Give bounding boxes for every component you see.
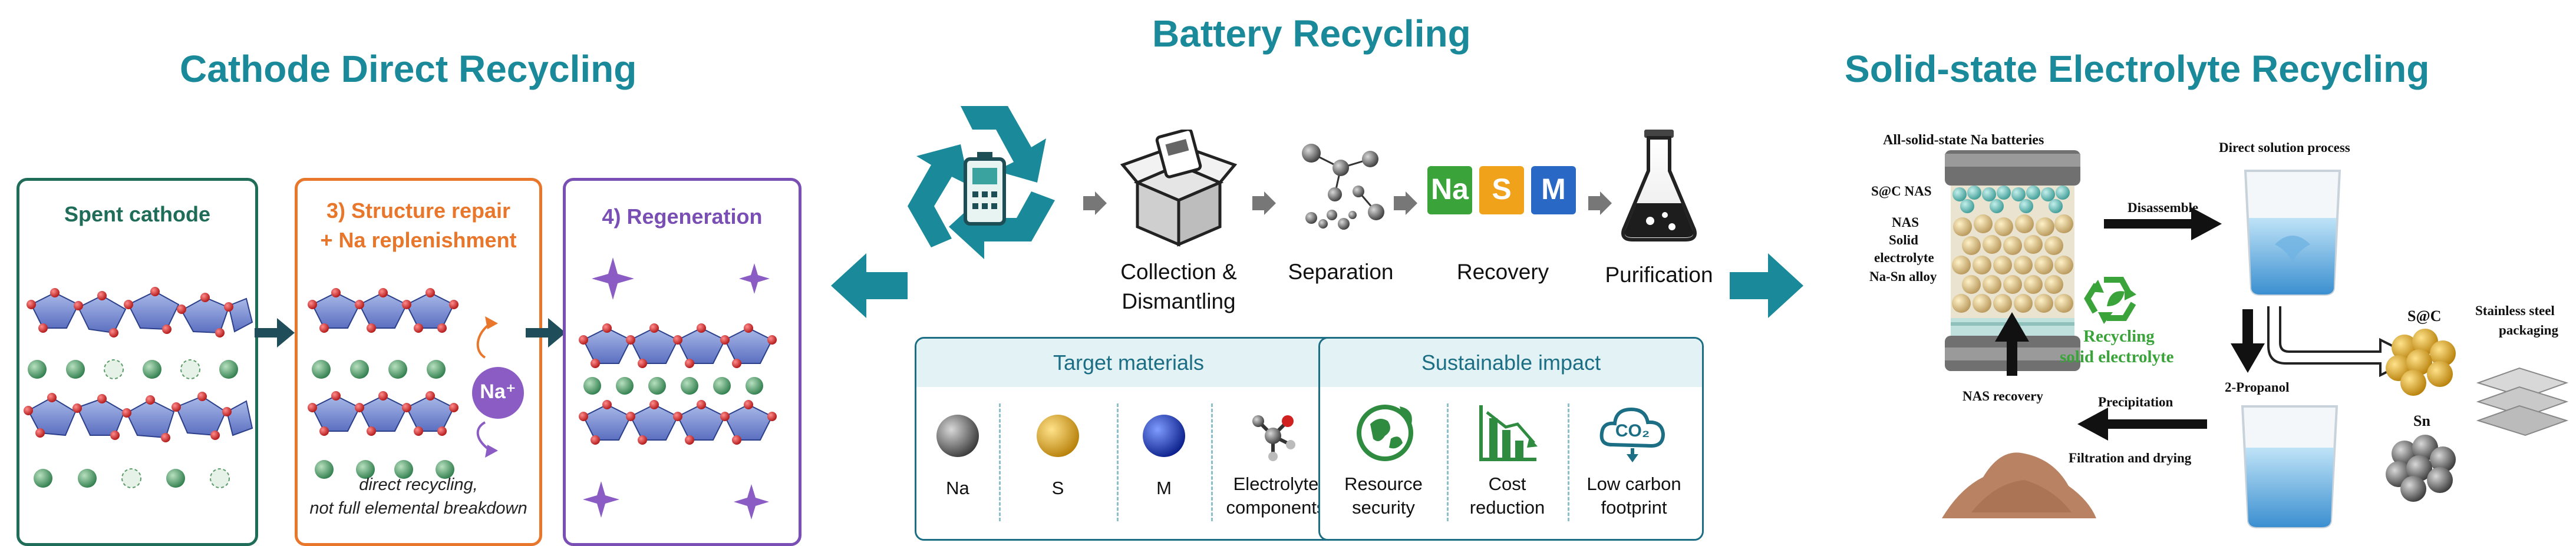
- na-ion-label: Na⁺: [480, 380, 516, 403]
- title-battery-recycling: Battery Recycling: [1152, 12, 1471, 55]
- nasm-letter-m: M: [1541, 173, 1566, 206]
- chevron-1-icon: [1083, 191, 1107, 215]
- steel-label-line2: packaging: [2499, 323, 2558, 337]
- step-separation-label: Separation: [1288, 260, 1394, 284]
- si-label-resource-l2: security: [1352, 497, 1415, 518]
- target-materials-header: Target materials: [916, 339, 1341, 387]
- recycle-battery-icon: [908, 106, 1055, 259]
- step-collection-line2: Dismantling: [1122, 289, 1236, 313]
- sustainable-impact-box: Sustainable impact CO₂ Resource security…: [1318, 337, 1704, 541]
- panel-spent-cathode: Spent cathode: [17, 178, 258, 546]
- arrow-up-solid: [1995, 312, 2029, 376]
- nas-recovery-label: NAS recovery: [1962, 389, 2043, 403]
- big-arrow-right: [1730, 253, 1803, 318]
- arrow-down-solid: [2231, 309, 2265, 373]
- beaker-propanol: [2241, 405, 2338, 528]
- tm-divider-1: [999, 403, 1001, 521]
- label-snc-nas: S@C NAS: [1871, 184, 1932, 198]
- snc-cluster: [2386, 329, 2456, 396]
- si-divider-2: [1568, 403, 1569, 521]
- tm-label-m: M: [1156, 478, 1172, 498]
- arrow-precipitation: [2077, 408, 2207, 441]
- arrow-spent-to-repair: [255, 318, 295, 348]
- steel-label-line1: Stainless steel: [2475, 303, 2555, 318]
- nasm-letter-s: S: [1492, 173, 1512, 206]
- panel-structure-repair: 3) Structure repair + Na replenishment: [295, 178, 542, 546]
- panel-regeneration: 4) Regeneration: [563, 178, 802, 546]
- target-materials-box: Target materials Na S M Electrolyte comp…: [915, 337, 1343, 541]
- propanol-label: 2-Propanol: [2225, 380, 2290, 395]
- panel-structure-repair-title-line2: + Na replenishment: [320, 228, 517, 252]
- tm-label-s: S: [1051, 478, 1064, 498]
- tm-divider-3: [1211, 403, 1213, 521]
- recycle-leaf-icon: [2084, 277, 2136, 324]
- si-label-resource-l1: Resource: [1344, 474, 1423, 494]
- direct-solution-label: Direct solution process: [2219, 140, 2350, 155]
- label-nas-line2: Solid: [1889, 233, 1918, 247]
- recycling-label-line2: solid electrolyte: [2060, 348, 2174, 366]
- si-label-carbon-l2: footprint: [1601, 497, 1667, 518]
- sphere-m-icon: [1143, 415, 1185, 457]
- label-na-sn-alloy: Na-Sn alloy: [1869, 269, 1937, 284]
- cost-chart-icon: [1479, 405, 1538, 461]
- tm-divider-2: [1117, 403, 1119, 521]
- sn-label: Sn: [2413, 412, 2430, 429]
- si-label-cost-l1: Cost: [1488, 474, 1526, 494]
- beaker-solution: [2244, 170, 2341, 296]
- tm-label-electrolyte-l2: components: [1226, 497, 1326, 518]
- battery-title: All-solid-state Na batteries: [1883, 133, 2044, 148]
- globe-leaf-icon: [1357, 405, 1413, 461]
- panel-structure-repair-title-line1: 3) Structure repair: [326, 198, 511, 223]
- snc-label: S@C: [2407, 307, 2442, 325]
- sphere-na-icon: [936, 415, 979, 457]
- sustainable-impact-header: Sustainable impact: [1320, 339, 1702, 387]
- recycling-label-line1: Recycling: [2083, 327, 2155, 346]
- si-label-carbon-l1: Low carbon: [1587, 474, 1681, 494]
- nas-powder-pile: [1942, 452, 2096, 518]
- label-nas-line3: electrolyte: [1874, 250, 1934, 265]
- title-cathode-direct-recycling: Cathode Direct Recycling: [180, 48, 637, 90]
- nasm-square-na: [1427, 166, 1472, 214]
- panel-regeneration-title: 4) Regeneration: [602, 204, 763, 229]
- step-recovery-label: Recovery: [1456, 260, 1549, 284]
- purification-flask-icon: [1621, 130, 1697, 241]
- filtration-label: Filtration and drying: [2069, 451, 2192, 465]
- tm-label-na: Na: [946, 478, 969, 498]
- separation-particles-icon: [1302, 144, 1384, 230]
- sphere-s-icon: [1037, 415, 1079, 457]
- title-solid-state-electrolyte-recycling: Solid-state Electrolyte Recycling: [1845, 48, 2430, 90]
- regenerated-lattice: [579, 257, 777, 519]
- tm-label-electrolyte-l1: Electrolyte: [1233, 474, 1319, 494]
- si-divider-1: [1447, 403, 1449, 521]
- nasm-letter-na: Na: [1431, 173, 1469, 206]
- co2-cloud-icon: [1599, 407, 1665, 462]
- panel-spent-cathode-title: Spent cathode: [64, 202, 211, 226]
- label-nas-line1: NAS: [1892, 215, 1919, 230]
- disassemble-label: Disassemble: [2128, 200, 2199, 215]
- molecule-icon: [1252, 415, 1295, 461]
- arrow-disassemble: [2104, 207, 2222, 240]
- step-collection-line1: Collection &: [1120, 260, 1237, 284]
- arrow-repair-to-regeneration: [526, 318, 566, 348]
- chevron-2-icon: [1252, 191, 1276, 215]
- note-line2: not full elemental breakdown: [309, 499, 527, 518]
- step-purification-label: Purification: [1605, 263, 1713, 287]
- si-label-cost-l2: reduction: [1469, 497, 1545, 518]
- spent-cathode-lattice: [24, 287, 253, 488]
- steel-sheets: [2476, 367, 2569, 436]
- precipitation-label: Precipitation: [2098, 395, 2173, 409]
- nasm-square-m: [1531, 166, 1576, 214]
- dismantling-box-icon: [1120, 130, 1238, 247]
- nasm-square-s: [1479, 166, 1524, 214]
- chevron-3-icon: [1394, 191, 1417, 215]
- repair-lattice: [308, 288, 524, 479]
- co2-label: CO₂: [1615, 421, 1650, 441]
- note-line1: direct recycling,: [359, 475, 478, 494]
- chevron-4-icon: [1588, 191, 1612, 215]
- sn-cluster: [2386, 435, 2456, 502]
- big-arrow-left: [831, 253, 908, 318]
